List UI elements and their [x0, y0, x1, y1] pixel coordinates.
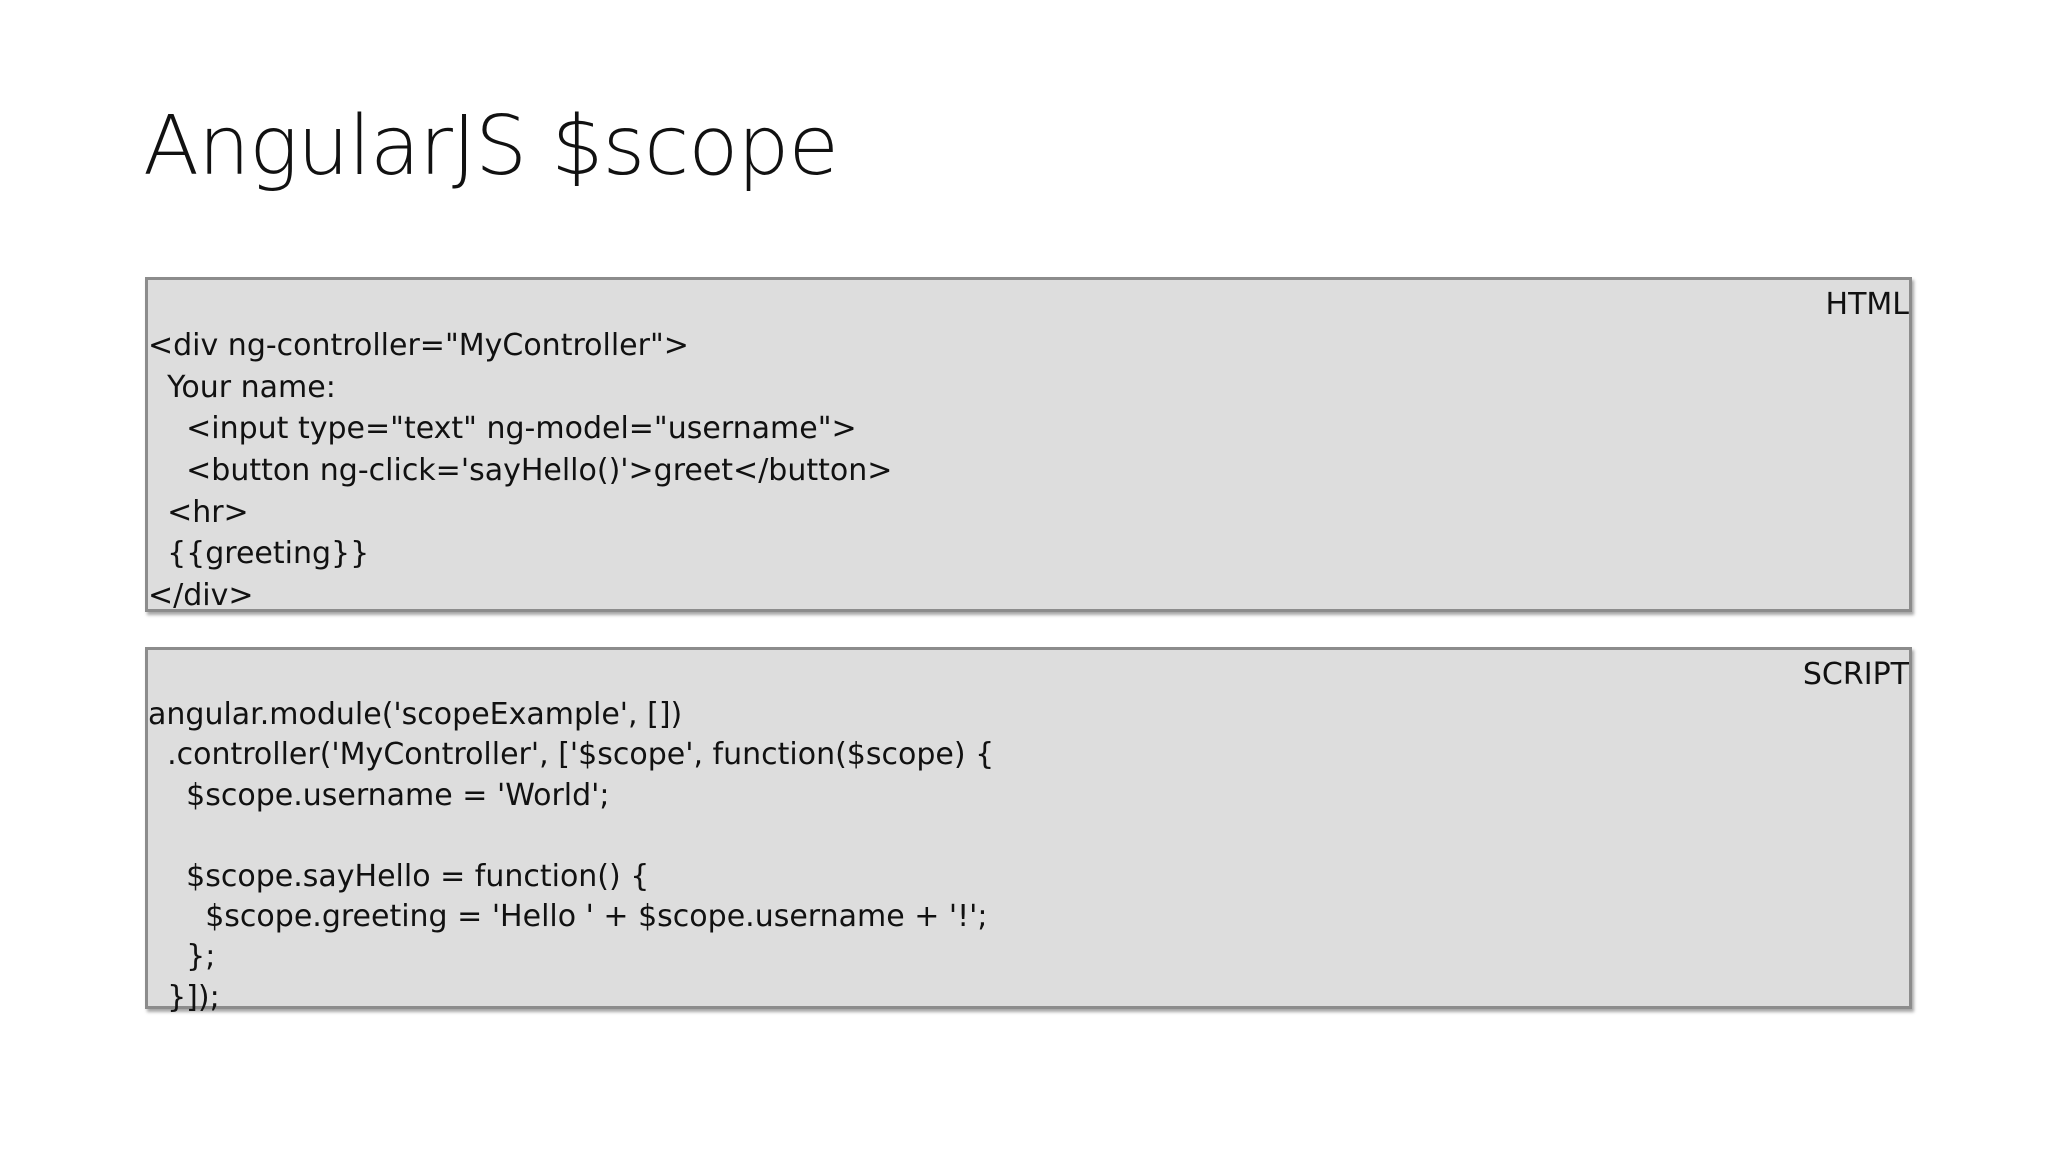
code-line-blank	[148, 816, 994, 856]
script-code-block: angular.module('scopeExample', []) .cont…	[148, 695, 994, 1018]
html-code-box: HTML <div ng-controller="MyController"> …	[145, 277, 1912, 613]
code-line: $scope.greeting = 'Hello ' + $scope.user…	[148, 898, 988, 934]
html-code-block: <div ng-controller="MyController"> Your …	[148, 325, 892, 617]
slide-title: AngularJS $scope	[143, 99, 839, 194]
script-box-label: SCRIPT	[1802, 657, 1909, 692]
code-line: <input type="text" ng-model="username">	[148, 411, 857, 447]
code-line: </div>	[148, 578, 254, 614]
code-line: };	[148, 939, 216, 975]
code-line: <button ng-click='sayHello()'>greet</but…	[148, 453, 893, 489]
code-line: angular.module('scopeExample', [])	[148, 697, 683, 732]
code-line: .controller('MyController', ['$scope', f…	[148, 737, 995, 773]
code-line: {{greeting}}	[148, 536, 370, 572]
html-box-label: HTML	[1825, 287, 1909, 322]
code-line: <hr>	[148, 494, 249, 530]
code-line: Your name:	[148, 369, 336, 405]
code-line: $scope.sayHello = function() {	[148, 858, 650, 894]
script-code-box: SCRIPT angular.module('scopeExample', []…	[145, 647, 1912, 1015]
code-line: }]);	[148, 979, 220, 1015]
code-line: <div ng-controller="MyController">	[148, 328, 689, 363]
code-line: $scope.username = 'World';	[148, 777, 610, 813]
